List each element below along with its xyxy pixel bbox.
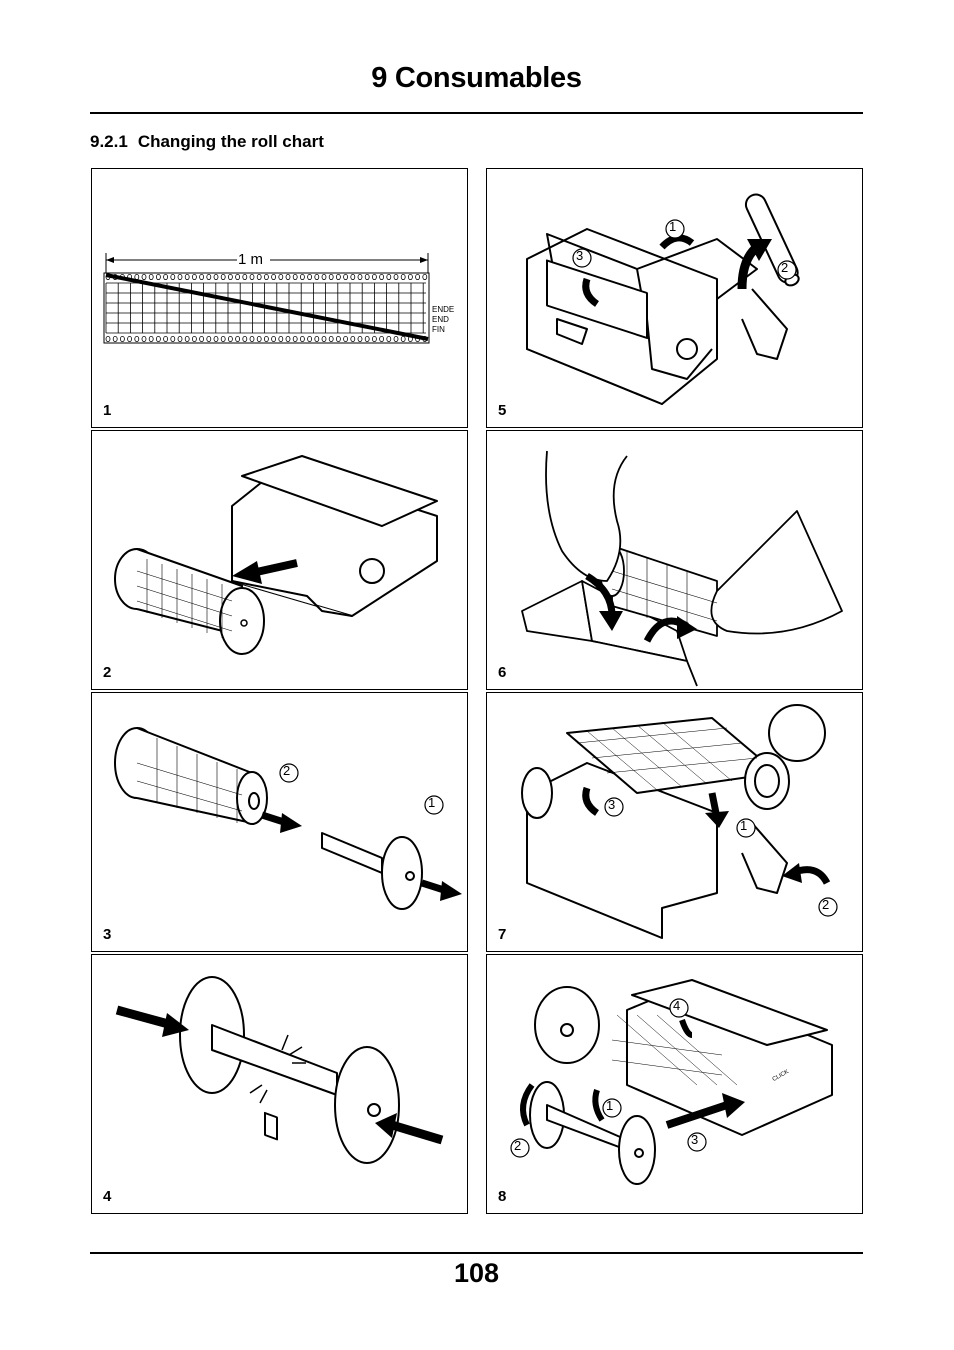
step-panel-8: 4 1 2 3 CLICK 8: [486, 954, 863, 1214]
step-number: 8: [498, 1188, 507, 1205]
step-panel-1: 1 m ENDE END FIN 1: [91, 168, 468, 428]
callout-1: 1: [740, 818, 748, 833]
page-title: 9 Consumables: [371, 62, 582, 94]
step-number: 3: [103, 926, 112, 943]
roll-chart-end-illustration: [103, 253, 430, 344]
footer-rule: [90, 1252, 863, 1254]
section-heading: 9.2.1 Changing the roll chart: [90, 132, 324, 152]
step-number: 2: [103, 664, 112, 681]
step-panel-4: 4: [91, 954, 468, 1214]
assemble-spindle-illustration: [115, 976, 444, 1164]
chart-roll: [114, 548, 265, 655]
step-panel-7: 3 1 2 7: [486, 692, 863, 952]
insert-roll-hands-illustration: [521, 450, 843, 687]
insert-new-roll-illustration: [510, 979, 833, 1185]
callout-2: 2: [781, 260, 789, 275]
step-number: 1: [103, 402, 112, 419]
callout-2: 2: [822, 897, 830, 912]
load-paper-illustration: [521, 704, 838, 939]
step-number: 7: [498, 926, 507, 943]
callout-3: 3: [576, 248, 584, 263]
callout-1: 1: [606, 1098, 614, 1113]
printer-open-illustration: [526, 193, 800, 405]
callout-3: 3: [691, 1132, 699, 1147]
page-number: 108: [453, 1258, 500, 1288]
end-labels: ENDE END FIN: [432, 305, 454, 335]
step-number: 4: [103, 1188, 112, 1205]
step-number: 6: [498, 664, 507, 681]
callout-1: 1: [669, 219, 677, 234]
remove-roll-illustration: [114, 455, 438, 655]
callout-4: 4: [673, 998, 681, 1013]
callout-2: 2: [283, 763, 291, 778]
chart-strip: [103, 272, 430, 344]
section-title: Changing the roll chart: [137, 132, 324, 151]
step-panel-2: 2: [91, 430, 468, 690]
end-label-de: ENDE: [432, 305, 455, 314]
callout-2: 2: [514, 1138, 522, 1153]
callout-3: 3: [608, 797, 616, 812]
remove-spindle-illustration: [114, 727, 462, 910]
header-rule: [90, 112, 863, 114]
end-label-fr: FIN: [432, 325, 445, 334]
section-number: 9.2.1: [90, 132, 128, 151]
step-panel-3: 2 1 3: [91, 692, 468, 952]
end-label-en: END: [432, 315, 449, 324]
length-label: 1 m: [238, 251, 264, 268]
step-number: 5: [498, 402, 507, 419]
step-panel-5: 1 3 2 5: [486, 168, 863, 428]
step-panel-6: 6: [486, 430, 863, 690]
callout-1: 1: [428, 795, 436, 810]
